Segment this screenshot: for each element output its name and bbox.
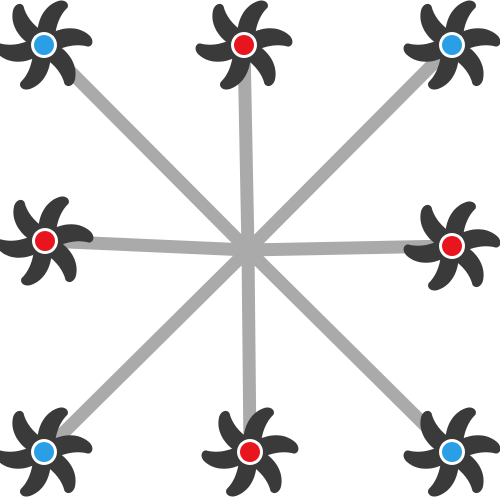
rotor-top-center[interactable] (194, 0, 293, 94)
spokes-layer (39, 40, 457, 457)
hub-blue-indicator (34, 35, 54, 55)
spoke-top-center (237, 44, 255, 251)
rotor-middle-left[interactable] (0, 192, 95, 290)
rotor-bottom-center[interactable] (200, 403, 299, 500)
rotor-bottom-left[interactable] (0, 403, 94, 500)
rotor-top-left[interactable] (0, 0, 94, 94)
hub-red-indicator (234, 35, 254, 55)
hub-red-indicator (35, 231, 55, 251)
hub-blue-indicator (34, 442, 54, 462)
hub-red-indicator (240, 442, 260, 462)
spoke-middle-left (44, 234, 249, 257)
spoke-top-right (243, 40, 457, 255)
spoke-bottom-center (241, 249, 257, 453)
rotor-middle-right[interactable] (402, 197, 500, 295)
blades-icon (0, 407, 93, 497)
hub-blue-indicator (442, 35, 462, 55)
spoke-bottom-left (39, 245, 253, 457)
center-joint (239, 241, 257, 259)
hub-blue-indicator (442, 442, 462, 462)
hub-red-indicator (442, 236, 462, 256)
spoke-top-left (39, 40, 253, 255)
rotor-top-right[interactable] (402, 0, 500, 94)
spoke-bottom-right (243, 245, 457, 457)
rotor-bottom-right[interactable] (402, 403, 500, 500)
